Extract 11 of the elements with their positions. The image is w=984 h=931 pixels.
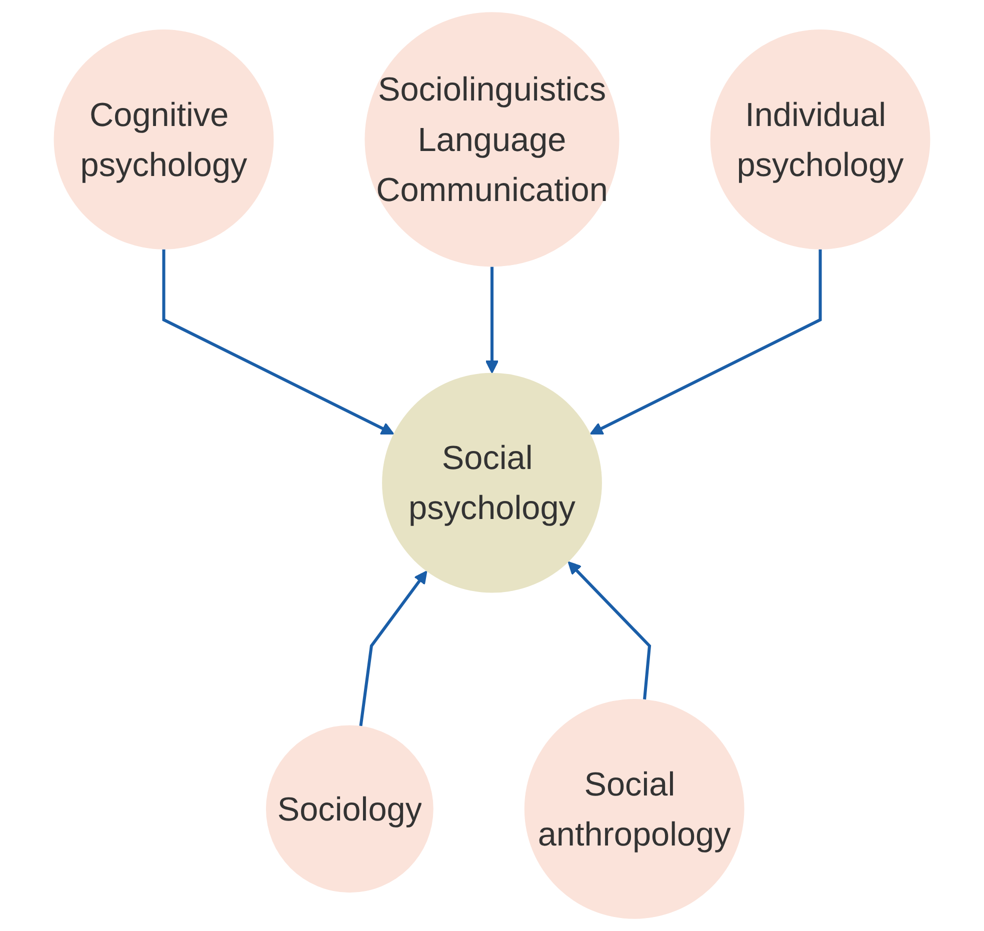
- node-circle: Social psychology: [382, 372, 602, 593]
- node-circle: Sociology: [266, 725, 434, 893]
- arrow: [359, 570, 428, 726]
- arrow: [485, 266, 499, 374]
- arrow: [162, 249, 394, 435]
- node-circle: Social anthropology: [524, 698, 744, 919]
- arrow: [590, 249, 822, 435]
- node-circle: Cognitive psychology: [54, 29, 274, 250]
- node-circle: Individual psychology: [710, 29, 930, 250]
- node-circle: Sociolinguistics Language Communication: [364, 12, 620, 267]
- arrow: [568, 561, 652, 700]
